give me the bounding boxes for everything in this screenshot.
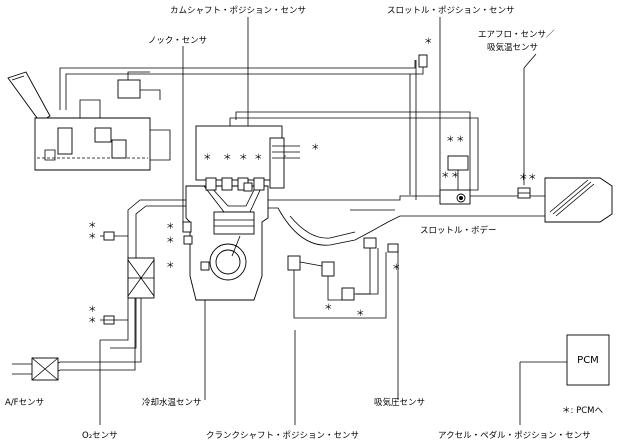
knock-sensor-label: ノック・センサ bbox=[148, 36, 207, 46]
map-sensor-label: 吸気圧センサ bbox=[374, 397, 425, 408]
intake-temp-sensor-label: 吸気温センサ bbox=[487, 42, 538, 53]
map-sensor-group bbox=[287, 237, 399, 319]
pcm-box: PCM bbox=[566, 334, 610, 386]
ast-19: ＊ bbox=[88, 316, 97, 326]
engine-block bbox=[100, 125, 300, 349]
o2-sensor-label: O₂センサ bbox=[82, 431, 118, 441]
exhaust-system bbox=[12, 231, 155, 381]
ast-8: ＊ bbox=[203, 153, 212, 163]
fuel-tank-system bbox=[7, 60, 416, 171]
asterisk-markers: ＊ ＊ ＊ ＊ ＊ ＊ ＊ ＊ ＊ ＊ ＊ ＊ ＊ ＊ ＊ ＊ ＊ ＊ ＊ ＊ … bbox=[88, 37, 537, 326]
ast-21: ＊ bbox=[356, 309, 365, 319]
leader-lines bbox=[99, 17, 567, 425]
ast-6: ＊ bbox=[519, 173, 528, 183]
ast-4: ＊ bbox=[441, 171, 450, 181]
ast-11: ＊ bbox=[254, 153, 263, 163]
ast-5: ＊ bbox=[451, 171, 460, 181]
ast-13: ＊ bbox=[88, 221, 97, 231]
coolant-temp-sensor-label: 冷却水温センサ bbox=[142, 397, 202, 408]
accel-pedal-sensor-label: アクセル・ペダル・ポジション・センサ bbox=[438, 430, 591, 441]
camshaft-sensor-label: カムシャフト・ポジション・センサ bbox=[170, 6, 306, 16]
ast-22: ＊ bbox=[392, 263, 401, 273]
air-cleaner bbox=[517, 177, 613, 223]
crankshaft-sensor-label: クランクシャフト・ポジション・センサ bbox=[206, 431, 359, 441]
airflow-sensor-label: エアフロ・センサ／ bbox=[478, 30, 555, 40]
labels: カムシャフト・ポジション・センサ スロットル・ポジション・センサ ノック・センサ… bbox=[5, 6, 603, 441]
ast-1: ＊ bbox=[424, 37, 433, 47]
ast-10: ＊ bbox=[239, 153, 248, 163]
intake-duct bbox=[199, 111, 555, 246]
ast-3: ＊ bbox=[456, 135, 465, 145]
ast-18: ＊ bbox=[88, 305, 97, 315]
ast-9: ＊ bbox=[223, 153, 232, 163]
ast-15: ＊ bbox=[166, 222, 175, 232]
pcm-label: PCM bbox=[577, 355, 599, 366]
ast-16: ＊ bbox=[166, 236, 175, 246]
throttle-body-label: スロットル・ボデー bbox=[420, 225, 497, 236]
legend-text: ＊: PCMへ bbox=[562, 406, 603, 416]
af-sensor-label: A/Fセンサ bbox=[5, 398, 44, 408]
ast-12: ＊ bbox=[311, 143, 320, 153]
ast-20: ＊ bbox=[324, 303, 333, 313]
throttle-body bbox=[439, 155, 471, 205]
evap-solenoid bbox=[409, 54, 428, 200]
ast-14: ＊ bbox=[88, 232, 97, 242]
throttle-position-sensor-label: スロットル・ポジション・センサ bbox=[387, 6, 515, 16]
ast-7: ＊ bbox=[528, 173, 537, 183]
ast-2: ＊ bbox=[446, 135, 455, 145]
ast-17: ＊ bbox=[166, 261, 175, 271]
